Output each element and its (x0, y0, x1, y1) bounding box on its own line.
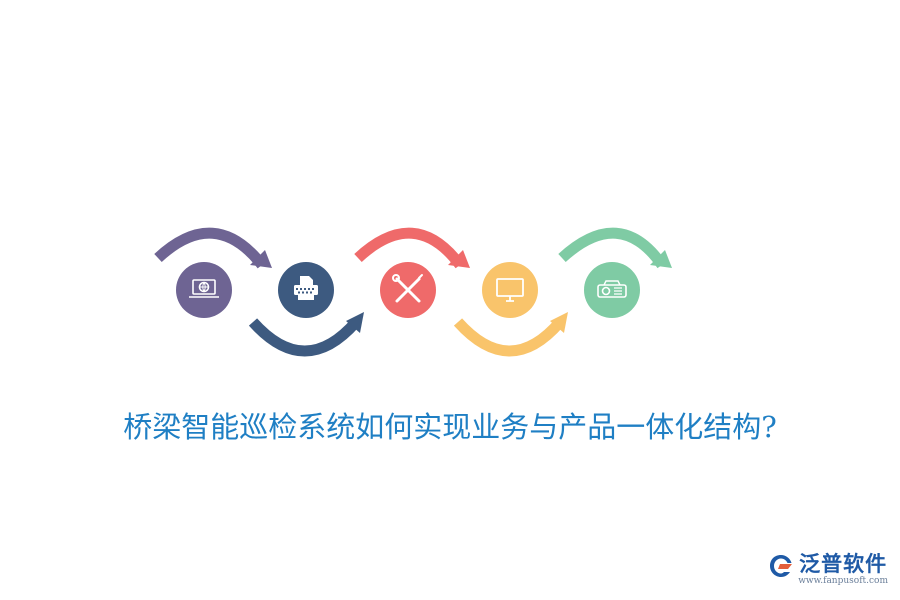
laptop-globe-icon (189, 279, 219, 298)
printer-icon (294, 276, 318, 300)
arc-3 (354, 227, 465, 269)
step-circle-1 (176, 262, 232, 318)
brand-name: 泛普软件 (799, 552, 888, 576)
page-title: 桥梁智能巡检系统如何实现业务与产品一体化结构? (123, 410, 777, 444)
arrowhead-5 (650, 250, 672, 268)
brand-watermark: 泛普软件 www.fanpusoft.com (768, 552, 888, 586)
monitor-icon (496, 278, 524, 302)
brand-url: www.fanpusoft.com (798, 576, 888, 586)
arrowhead-3 (448, 250, 470, 268)
arrowhead-4 (550, 312, 568, 333)
step-circle-4 (482, 262, 538, 318)
arrowhead-1 (250, 250, 272, 268)
arc-4 (453, 318, 565, 357)
arc-2 (248, 318, 361, 357)
arc-5 (558, 227, 667, 269)
brand-logo-icon (770, 555, 793, 577)
projector-icon (597, 280, 627, 298)
arc-1 (154, 227, 267, 269)
step-circle-5 (584, 262, 640, 318)
tools-icon (392, 274, 423, 303)
arrowhead-2 (346, 312, 364, 333)
